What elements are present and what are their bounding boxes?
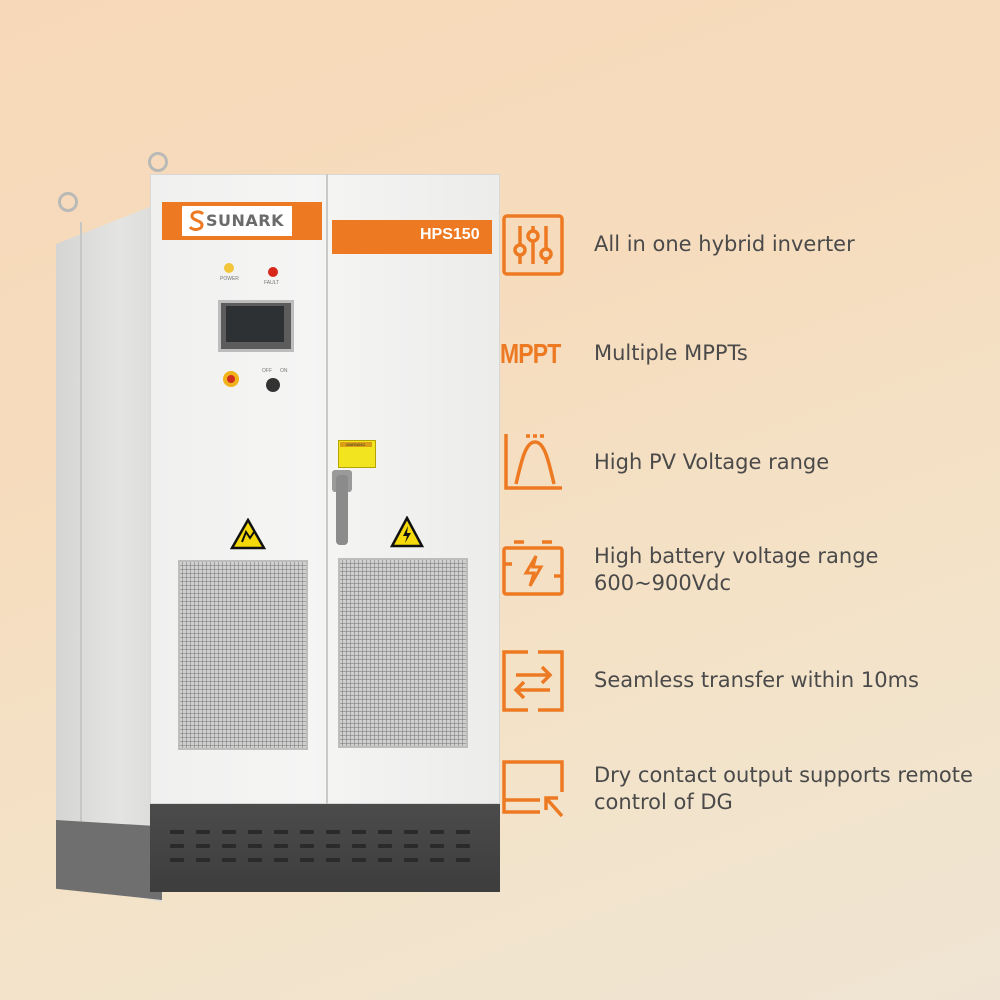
vent-slot xyxy=(456,858,470,862)
vent-slot xyxy=(378,844,392,848)
warning-sticker-text: WARNING xyxy=(346,442,366,447)
model-name: HPS150 xyxy=(420,226,480,243)
vent-slot xyxy=(326,844,340,848)
vent-slot xyxy=(196,830,210,834)
fault-lamp-icon xyxy=(268,267,278,277)
right-ventilation-grill xyxy=(338,558,468,748)
plinth-vents xyxy=(170,830,490,880)
vent-slot xyxy=(170,858,184,862)
vent-slot xyxy=(248,858,262,862)
vent-slot xyxy=(456,844,470,848)
transfer-arrows-icon xyxy=(502,650,564,712)
lifting-lug-icon xyxy=(148,152,168,172)
power-lamp-icon xyxy=(224,263,234,273)
vent-slot xyxy=(430,830,444,834)
emergency-stop-core xyxy=(227,375,235,383)
vent-slot xyxy=(404,844,418,848)
high-voltage-warning-icon xyxy=(390,516,424,548)
sliders-icon xyxy=(502,214,564,276)
vent-slot xyxy=(404,858,418,862)
feature-label-seamless-transfer: Seamless transfer within 10ms xyxy=(594,668,919,692)
feature-label-battery-voltage: High battery voltage range 600~900Vdc xyxy=(594,544,879,595)
vent-slot xyxy=(196,844,210,848)
cabinet-side-panel xyxy=(56,202,162,902)
power-lamp-label: POWER xyxy=(220,276,239,282)
left-ventilation-grill xyxy=(178,560,308,750)
vent-slot xyxy=(404,830,418,834)
monitor-cursor-icon xyxy=(502,760,564,818)
vent-slot xyxy=(326,858,340,862)
cabinet-plinth xyxy=(150,804,500,892)
vent-slot xyxy=(170,844,184,848)
vent-slot xyxy=(352,844,366,848)
mppt-text-icon: MPPT xyxy=(500,338,561,369)
voltage-curve-icon xyxy=(504,434,562,490)
battery-bolt-icon xyxy=(502,540,564,596)
vent-slot xyxy=(352,830,366,834)
switch-off-label: OFF xyxy=(262,368,272,374)
hmi-screen xyxy=(226,306,284,342)
door-handle-icon xyxy=(336,475,348,545)
lifting-lug-icon xyxy=(58,192,78,212)
cabinet-side-plinth xyxy=(56,820,162,900)
vent-slot xyxy=(378,830,392,834)
feature-label-all-in-one: All in one hybrid inverter xyxy=(594,232,855,256)
vent-slot xyxy=(300,844,314,848)
vent-slot xyxy=(326,830,340,834)
brand-name: SUNARK xyxy=(206,211,285,230)
model-band xyxy=(332,220,492,254)
vent-slot xyxy=(274,830,288,834)
door-split-line xyxy=(326,174,328,804)
side-seam xyxy=(80,222,82,882)
vent-slot xyxy=(352,858,366,862)
vent-slot xyxy=(248,830,262,834)
vent-slot xyxy=(274,858,288,862)
rotary-switch-icon xyxy=(266,378,280,392)
inverter-cabinet-image: SUNARK HPS150 POWER FAULT OFF ON WARNING xyxy=(40,140,510,902)
sunark-logo-icon xyxy=(188,210,205,231)
vent-slot xyxy=(300,830,314,834)
vent-slot xyxy=(274,844,288,848)
warning-sticker-bar xyxy=(340,442,372,447)
vent-slot xyxy=(170,830,184,834)
vent-slot xyxy=(456,830,470,834)
feature-label-pv-voltage: High PV Voltage range xyxy=(594,450,830,474)
fault-lamp-label: FAULT xyxy=(264,280,280,286)
vent-slot xyxy=(300,858,314,862)
vent-slot xyxy=(248,844,262,848)
vent-slot xyxy=(222,844,236,848)
esd-warning-icon xyxy=(230,518,266,550)
vent-slot xyxy=(378,858,392,862)
vent-slot xyxy=(430,844,444,848)
switch-on-label: ON xyxy=(280,368,288,374)
feature-label-dry-contact: Dry contact output supports remote contr… xyxy=(594,763,973,814)
feature-label-mppt: Multiple MPPTs xyxy=(594,341,748,365)
vent-slot xyxy=(222,830,236,834)
vent-slot xyxy=(430,858,444,862)
vent-slot xyxy=(196,858,210,862)
vent-slot xyxy=(222,858,236,862)
